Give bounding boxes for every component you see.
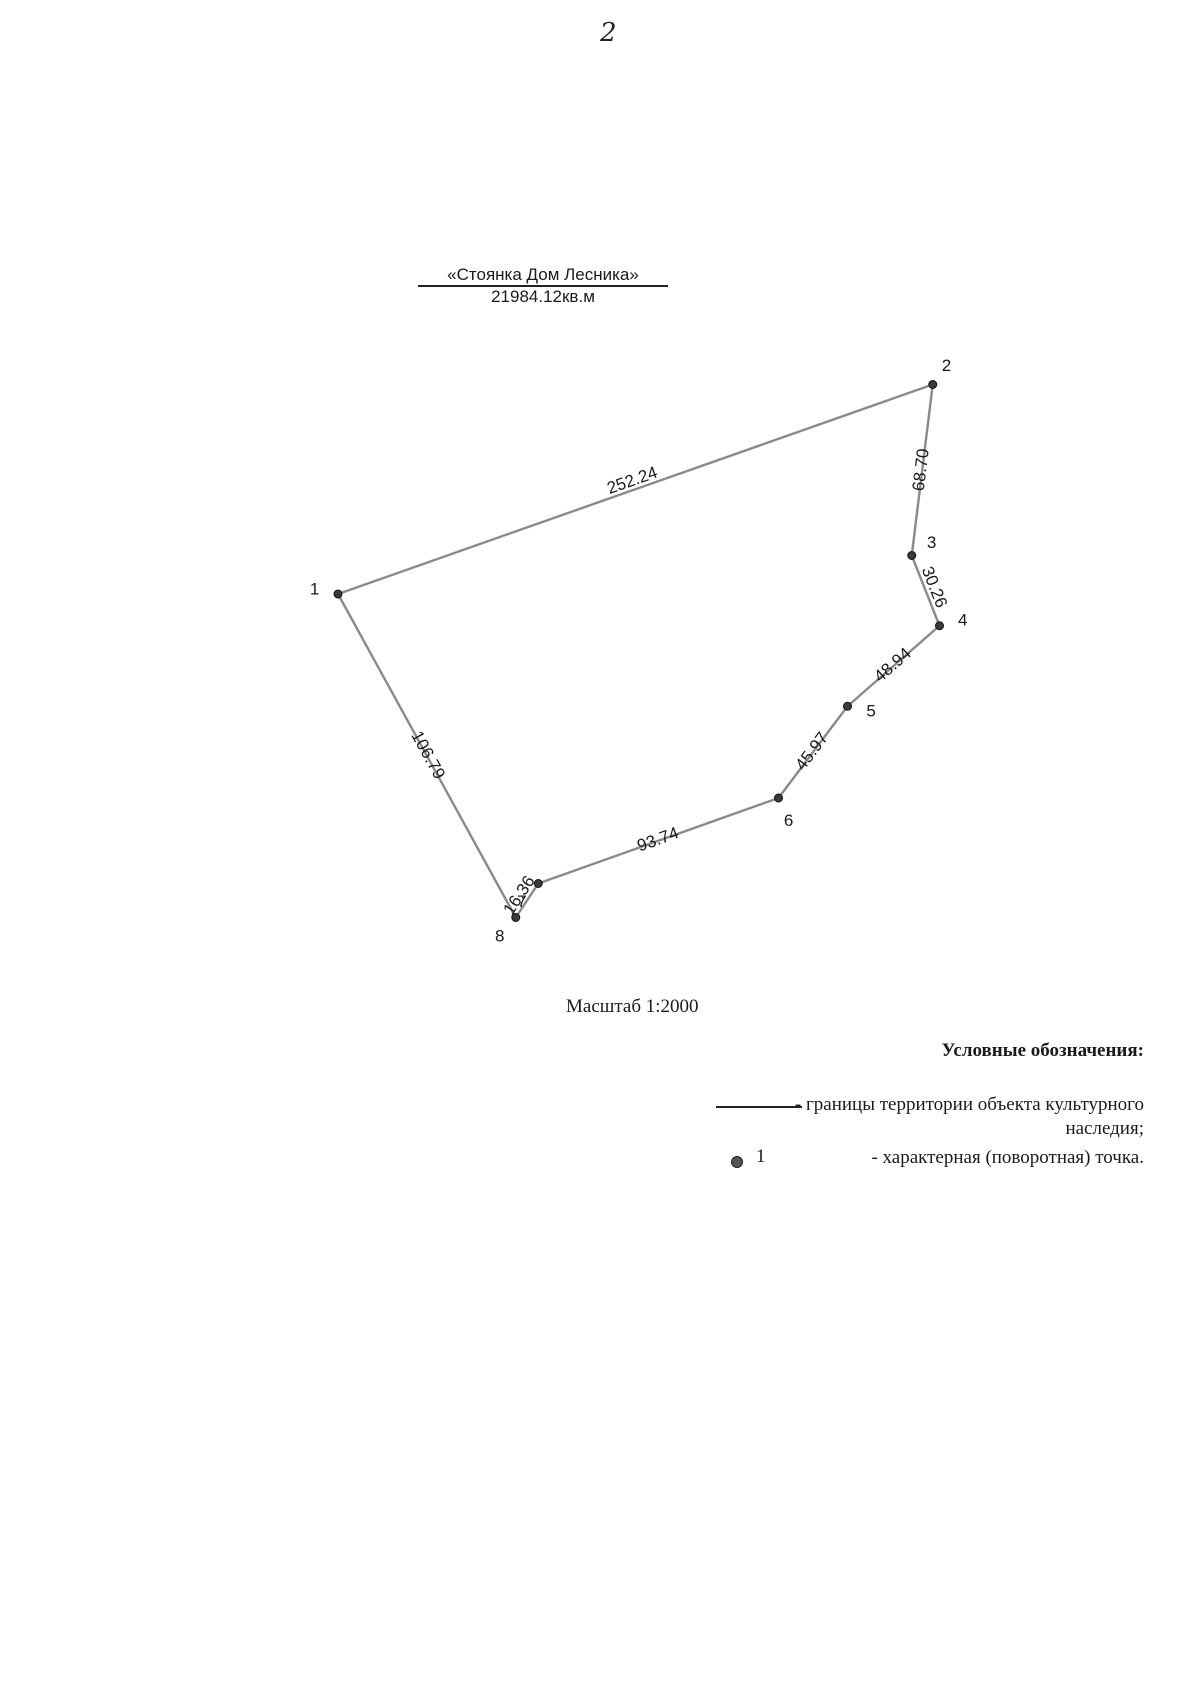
boundary-point-1 — [333, 589, 343, 599]
plot-name: «Стоянка Дом Лесника» — [418, 266, 668, 287]
legend-boundary-line-sample — [716, 1106, 802, 1108]
legend-point-sample — [731, 1156, 743, 1168]
point-label-8: 8 — [495, 926, 504, 945]
boundary-segments — [336, 383, 941, 919]
legend-point-sample-label: 1 — [756, 1146, 766, 1167]
segment-length-3-4: 30.26 — [918, 564, 951, 611]
boundary-segment-2-3 — [910, 384, 934, 556]
segment-length-1-2: 252.24 — [605, 463, 660, 498]
page-number: 2 — [600, 18, 617, 48]
boundary-points — [333, 380, 944, 922]
point-label-2: 2 — [942, 356, 951, 375]
plot-title-block: «Стоянка Дом Лесника» 21984.12кв.м — [418, 266, 668, 306]
segment-length-5-6: 45.97 — [791, 729, 832, 774]
plot-area: 21984.12кв.м — [491, 287, 595, 306]
boundary-point-3 — [907, 551, 917, 560]
point-label-7: 7 — [517, 892, 526, 911]
boundary-point-5 — [843, 701, 852, 711]
point-label-6: 6 — [784, 811, 793, 830]
scale-label: Масштаб 1:2000 — [566, 996, 699, 1017]
boundary-point-7 — [533, 879, 543, 888]
segment-length-4-5: 48.94 — [870, 644, 915, 686]
point-label-4: 4 — [958, 611, 967, 630]
boundary-segment-5-6 — [777, 705, 849, 799]
segment-length-8-1: 106.79 — [407, 728, 449, 783]
legend-title: Условные обозначения: — [941, 1040, 1144, 1061]
point-label-3: 3 — [927, 533, 936, 552]
boundary-point-8 — [511, 913, 521, 922]
point-label-5: 5 — [866, 702, 875, 721]
boundary-segment-8-1 — [336, 593, 517, 919]
boundary-point-2 — [928, 380, 938, 389]
legend-boundary-line-text: - границы территории объекта культурного… — [794, 1094, 1144, 1139]
boundary-segment-1-2 — [337, 383, 934, 596]
boundary-segment-4-5 — [846, 624, 941, 708]
boundary-segment-6-7 — [537, 796, 779, 885]
point-number-labels: 1 2 3 4 5 6 78 — [310, 356, 968, 946]
point-label-1: 1 — [310, 580, 319, 599]
boundary-point-4 — [935, 621, 944, 631]
boundary-segment-3-4 — [910, 555, 941, 627]
legend-point-text: - характерная (поворотная) точка. — [871, 1147, 1144, 1168]
boundary-point-6 — [774, 793, 783, 803]
segment-length-6-7: 93.74 — [635, 823, 681, 855]
boundary-segment-7-8 — [514, 882, 540, 919]
segment-length-2-3: 68.70 — [909, 448, 933, 493]
